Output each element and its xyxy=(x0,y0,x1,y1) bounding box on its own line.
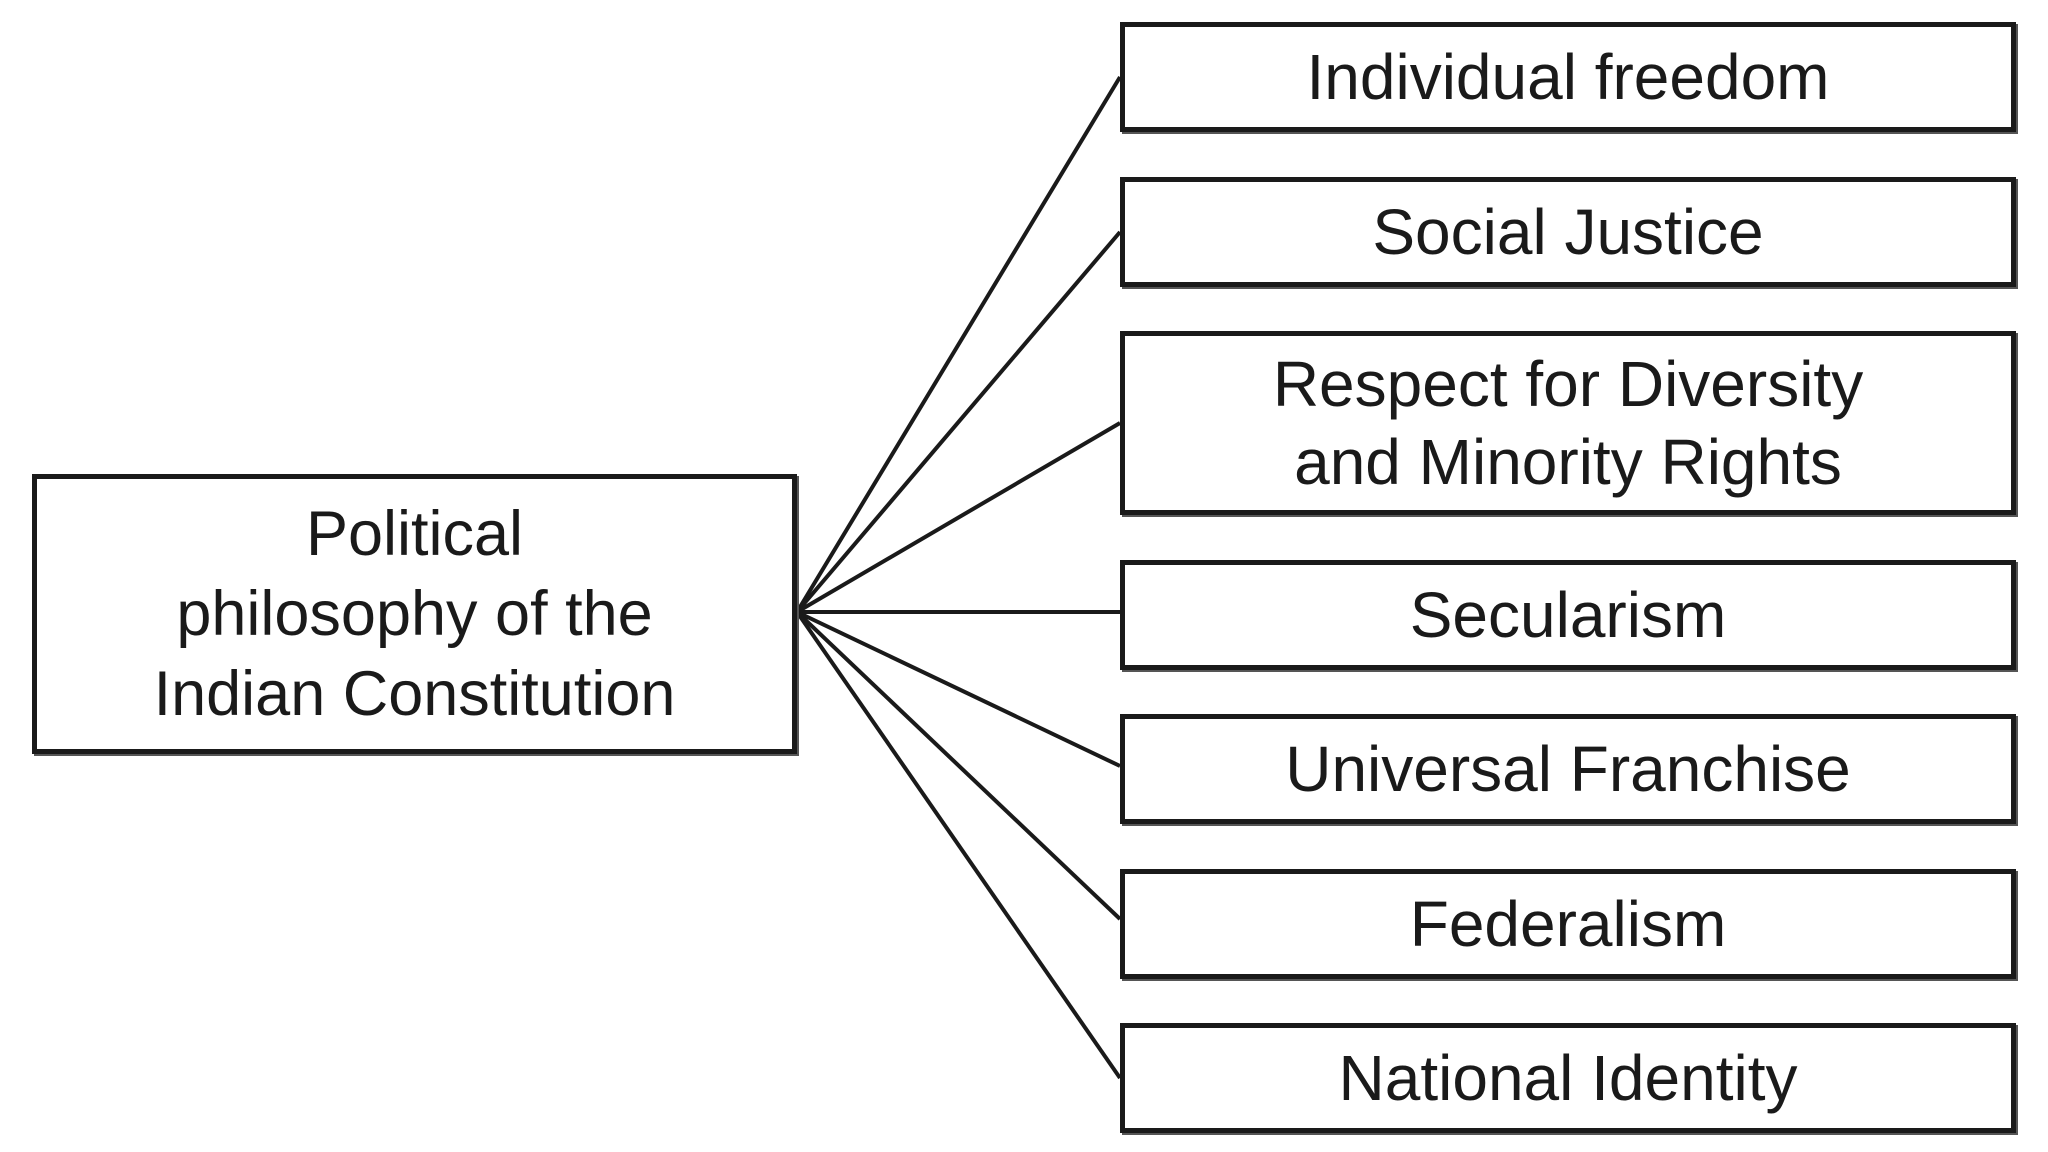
target-node-federalism: Federalism xyxy=(1120,869,2016,979)
target-node-social-justice: Social Justice xyxy=(1120,177,2016,287)
connector-individual-freedom xyxy=(795,75,1122,614)
connector-diversity-minority-rights xyxy=(795,421,1122,614)
connector-federalism xyxy=(795,610,1122,921)
target-node-individual-freedom: Individual freedom xyxy=(1120,22,2016,132)
connector-social-justice xyxy=(795,230,1122,614)
source-node-political-philosophy: Political philosophy of the Indian Const… xyxy=(32,474,797,754)
target-node-universal-franchise: Universal Franchise xyxy=(1120,714,2016,824)
target-node-secularism: Secularism xyxy=(1120,560,2016,670)
target-node-diversity-minority-rights: Respect for Diversity and Minority Right… xyxy=(1120,331,2016,515)
connector-universal-franchise xyxy=(796,610,1121,768)
target-node-national-identity: National Identity xyxy=(1120,1023,2016,1133)
connector-national-identity xyxy=(795,610,1122,1080)
